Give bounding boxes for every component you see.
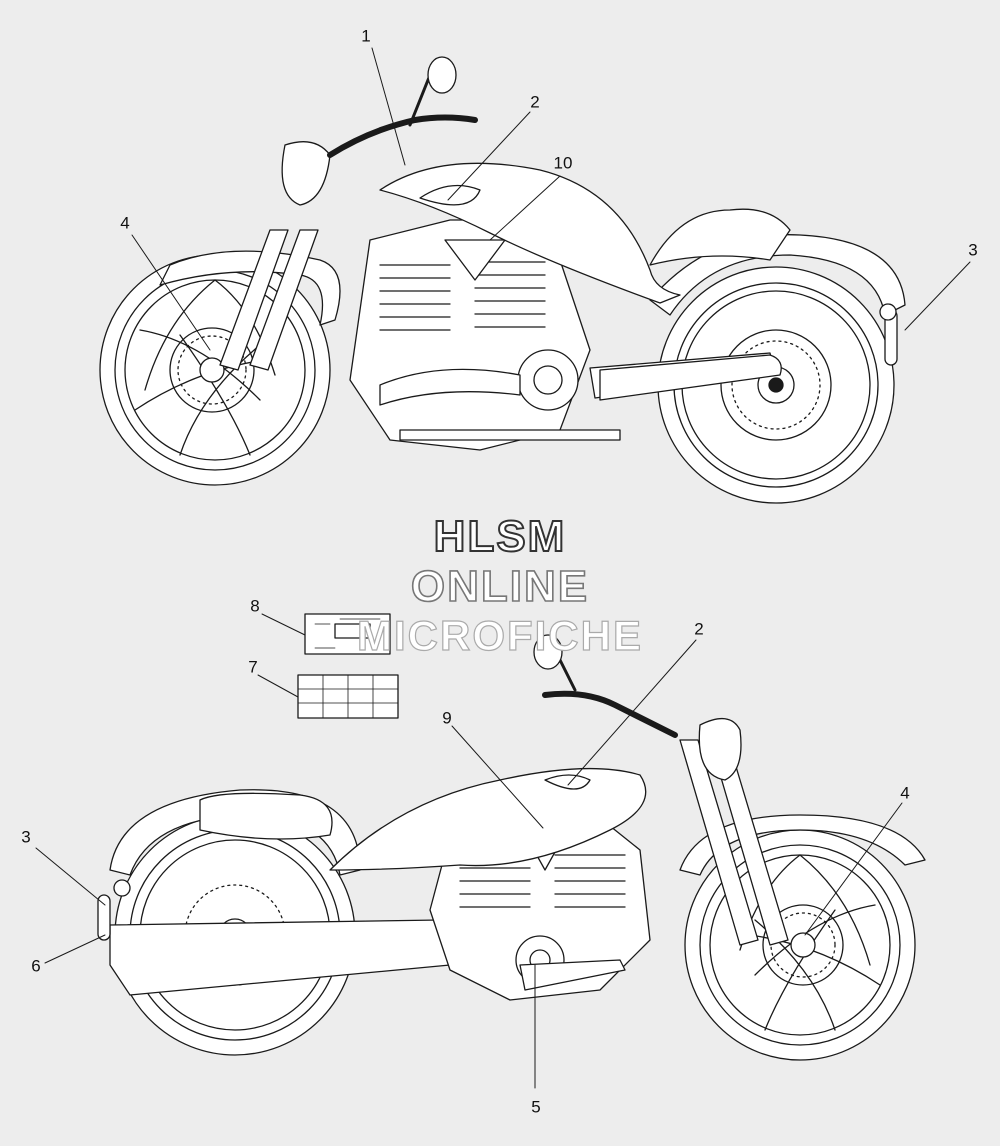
watermark-line1: HLSM bbox=[433, 511, 567, 562]
mirror-bottom bbox=[533, 634, 563, 670]
handlebar-bottom bbox=[542, 690, 678, 738]
footrest-bottom bbox=[519, 959, 626, 991]
leader-10 bbox=[489, 175, 561, 241]
callout-4-bottom: 4 bbox=[900, 783, 910, 803]
front-fork-bottom bbox=[679, 739, 759, 946]
tank-emblem-top bbox=[419, 184, 481, 206]
callout-8: 8 bbox=[250, 596, 260, 616]
motorcycle-right-side bbox=[99, 56, 906, 504]
fuel-tank-bottom bbox=[329, 767, 647, 871]
engine-top bbox=[349, 219, 591, 451]
tank-emblem-bottom bbox=[544, 774, 591, 790]
handlebar-top bbox=[327, 114, 478, 158]
leader-lines bbox=[35, 47, 971, 1089]
motorcycle-left-side bbox=[97, 634, 926, 1061]
headlight-bottom bbox=[698, 718, 742, 781]
callout-7: 7 bbox=[248, 657, 258, 677]
callout-10: 10 bbox=[553, 153, 573, 173]
callout-1: 1 bbox=[361, 26, 371, 46]
leader-3-bottom bbox=[35, 847, 106, 906]
leader-4-top bbox=[131, 234, 211, 351]
callout-5: 5 bbox=[531, 1097, 541, 1117]
fuel-tank-top bbox=[379, 162, 681, 304]
watermark-line3: MICROFICHE bbox=[356, 611, 643, 659]
callout-2-bottom: 2 bbox=[694, 619, 704, 639]
seat-bottom bbox=[199, 792, 333, 840]
leader-2-top bbox=[447, 111, 531, 201]
mirror-top bbox=[427, 56, 457, 94]
callout-4-top: 4 bbox=[120, 213, 130, 233]
leader-4-bottom bbox=[804, 802, 903, 936]
seat-top bbox=[649, 208, 791, 266]
front-fork-top bbox=[219, 229, 289, 371]
callout-6: 6 bbox=[31, 956, 41, 976]
callout-2-top: 2 bbox=[530, 92, 540, 112]
decal-8 bbox=[304, 613, 391, 655]
callout-3-top: 3 bbox=[968, 240, 978, 260]
muffler-top bbox=[599, 354, 782, 401]
leader-8 bbox=[261, 613, 306, 636]
footrest-top bbox=[399, 429, 621, 441]
leader-7 bbox=[257, 674, 299, 698]
muffler-bottom bbox=[109, 919, 451, 996]
leader-1 bbox=[371, 47, 406, 166]
leader-9 bbox=[451, 725, 544, 829]
leader-2-bottom bbox=[567, 639, 697, 786]
headlight-top bbox=[281, 141, 331, 206]
callout-3-bottom: 3 bbox=[21, 827, 31, 847]
rear-reflector-bottom bbox=[97, 894, 111, 941]
watermark-line2: ONLINE bbox=[410, 561, 590, 612]
decal-7 bbox=[297, 674, 399, 719]
callout-9: 9 bbox=[442, 708, 452, 728]
leader-3-top bbox=[904, 261, 971, 331]
rear-wheel-top bbox=[657, 266, 895, 504]
leader-6 bbox=[44, 934, 106, 964]
front-wheel-top bbox=[99, 254, 331, 486]
